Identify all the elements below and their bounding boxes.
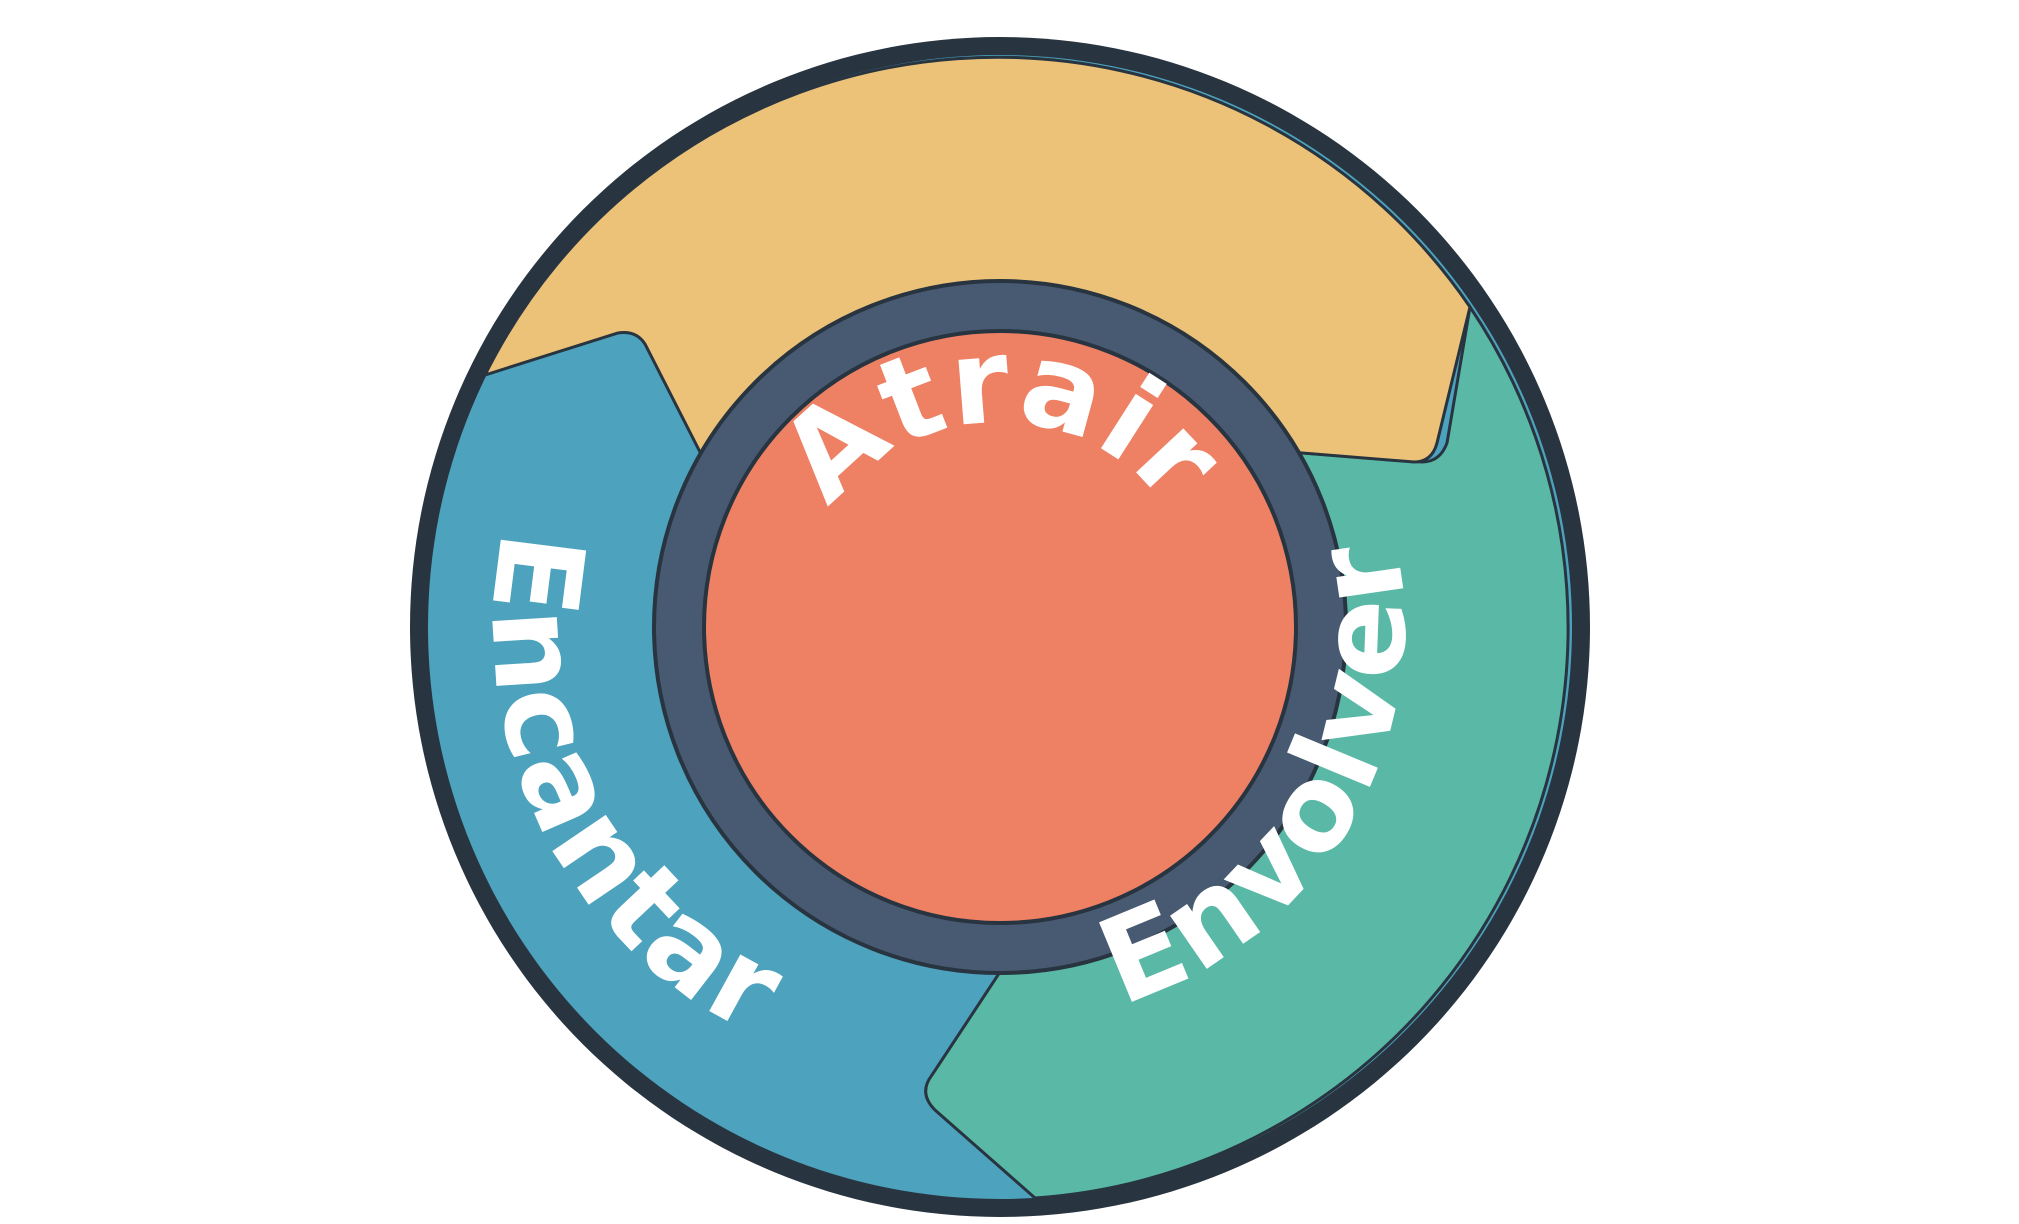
center-circle: [702, 329, 1298, 925]
